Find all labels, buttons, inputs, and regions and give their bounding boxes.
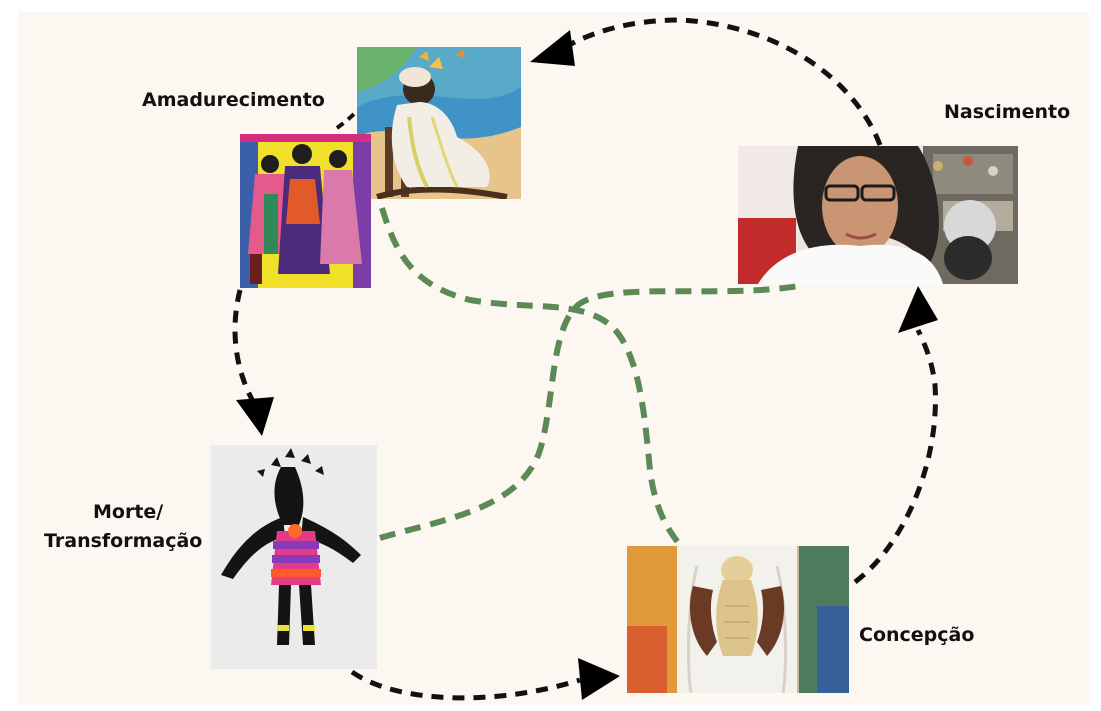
arrowhead-concepcao: [578, 658, 620, 700]
arrow-morte-to-concepcao: [350, 669, 581, 701]
connector-amadurecimento-label: [335, 110, 358, 130]
photo-nascimento: [738, 146, 1018, 284]
arrowhead-nascimento: [898, 286, 938, 333]
arrow-nascimento-to-amadurecimento: [558, 17, 883, 146]
stage-label-morte: Morte/: [93, 501, 164, 523]
arrowhead-morte: [236, 397, 274, 436]
stage-label-amadurecimento: Amadurecimento: [142, 89, 325, 111]
photo-amadurecimento-dolls: [240, 134, 371, 288]
arrow-concepcao-to-nascimento: [853, 328, 938, 585]
stage-label-concepcao: Concepção: [859, 624, 975, 646]
stage-label-nascimento: Nascimento: [944, 101, 1071, 123]
arrow-amadurecimento-to-morte: [232, 289, 258, 407]
photo-morte-transformacao: [211, 445, 377, 669]
green-link-amadurecimento-concepcao: [379, 207, 683, 547]
arrowhead-amadurecimento: [530, 30, 575, 66]
diagram-background: [18, 12, 1089, 704]
green-link-morte-nascimento: [379, 282, 806, 541]
stage-label-transformacao: Transformação: [44, 530, 203, 552]
photo-amadurecimento-chair: [357, 47, 521, 199]
photo-concepcao: [627, 546, 849, 693]
